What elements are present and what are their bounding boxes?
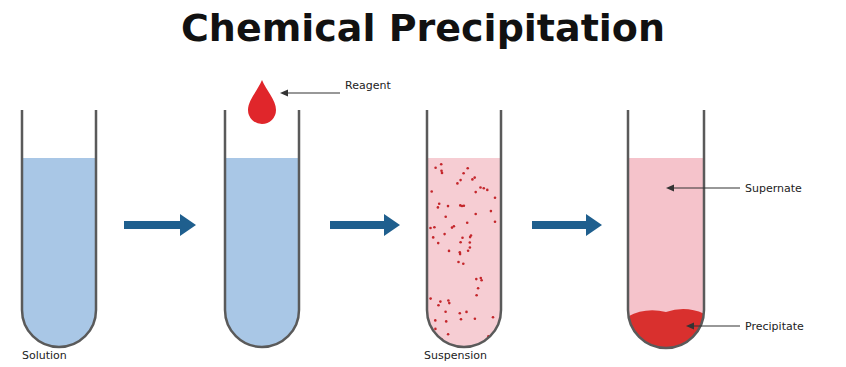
leader-arrowhead: [280, 90, 288, 97]
particle: [435, 339, 438, 342]
particle: [430, 190, 433, 193]
suspended-particles: [429, 163, 496, 342]
leader-line: [692, 325, 740, 326]
particle: [444, 215, 447, 218]
particle: [479, 186, 482, 189]
blue-solution: [22, 158, 96, 347]
particle: [494, 196, 497, 199]
particle: [470, 234, 473, 237]
particle: [469, 241, 472, 244]
particle: [475, 278, 478, 281]
process-arrow: [124, 214, 196, 236]
particle: [437, 206, 440, 209]
particle: [459, 251, 462, 254]
particle: [434, 319, 437, 322]
particle: [443, 233, 446, 236]
particle: [465, 311, 468, 314]
particle: [457, 261, 460, 264]
particle: [433, 226, 436, 229]
particle: [445, 320, 448, 323]
test-tube: [225, 110, 299, 347]
particle: [429, 227, 432, 230]
particle: [492, 316, 495, 319]
particle: [466, 222, 469, 225]
particle: [461, 205, 464, 208]
supernate-label: Supernate: [745, 182, 802, 195]
particle: [486, 189, 489, 192]
particle: [462, 172, 465, 175]
particle: [474, 191, 477, 194]
particle: [473, 176, 476, 179]
particle: [444, 311, 447, 314]
particle: [460, 318, 463, 321]
particle: [467, 249, 470, 252]
reagent-drop: [248, 80, 276, 124]
particle: [447, 333, 450, 336]
particle: [471, 178, 474, 181]
particle: [493, 335, 496, 338]
particle: [469, 246, 472, 249]
particle: [477, 287, 480, 290]
process-arrow: [532, 214, 602, 236]
particle: [474, 318, 477, 321]
leader-arrowhead: [686, 323, 694, 330]
particle: [434, 166, 437, 169]
particle: [480, 277, 483, 280]
particle: [434, 328, 437, 331]
particle: [475, 294, 478, 297]
test-tube: [22, 110, 96, 347]
particle: [456, 182, 459, 185]
particle: [448, 302, 451, 305]
particle: [483, 187, 486, 190]
precipitate-layer: [620, 309, 712, 360]
particle: [432, 236, 435, 239]
reagent-label: Reagent: [345, 79, 391, 92]
particle: [459, 179, 462, 182]
particle: [459, 312, 462, 315]
particle: [441, 172, 444, 175]
particle: [461, 237, 464, 240]
particle: [439, 300, 442, 303]
pink-suspension: [427, 158, 501, 347]
particle: [438, 203, 441, 206]
particle: [447, 205, 450, 208]
particle: [440, 169, 443, 172]
test-tube: [427, 110, 501, 347]
particle: [490, 210, 493, 213]
particle: [474, 213, 477, 216]
particle: [437, 304, 440, 307]
particle: [459, 241, 462, 244]
leader-arrowhead: [666, 185, 674, 192]
particle: [429, 297, 432, 300]
process-arrow: [330, 214, 400, 236]
particle: [466, 167, 469, 170]
test-tube: [628, 110, 704, 348]
particle: [447, 299, 450, 302]
particle: [437, 242, 440, 245]
particle: [494, 221, 497, 224]
leader-line: [672, 187, 740, 188]
particle: [440, 163, 443, 166]
stage-label: Solution: [22, 349, 67, 362]
particle: [451, 226, 454, 229]
precipitate-label: Precipitate: [745, 320, 804, 333]
leader-line: [286, 92, 340, 93]
blue-solution: [225, 158, 299, 347]
particle: [448, 250, 451, 253]
particle: [462, 263, 465, 266]
stage-label: Suspension: [424, 349, 487, 362]
diagram-title: Chemical Precipitation: [0, 6, 846, 50]
